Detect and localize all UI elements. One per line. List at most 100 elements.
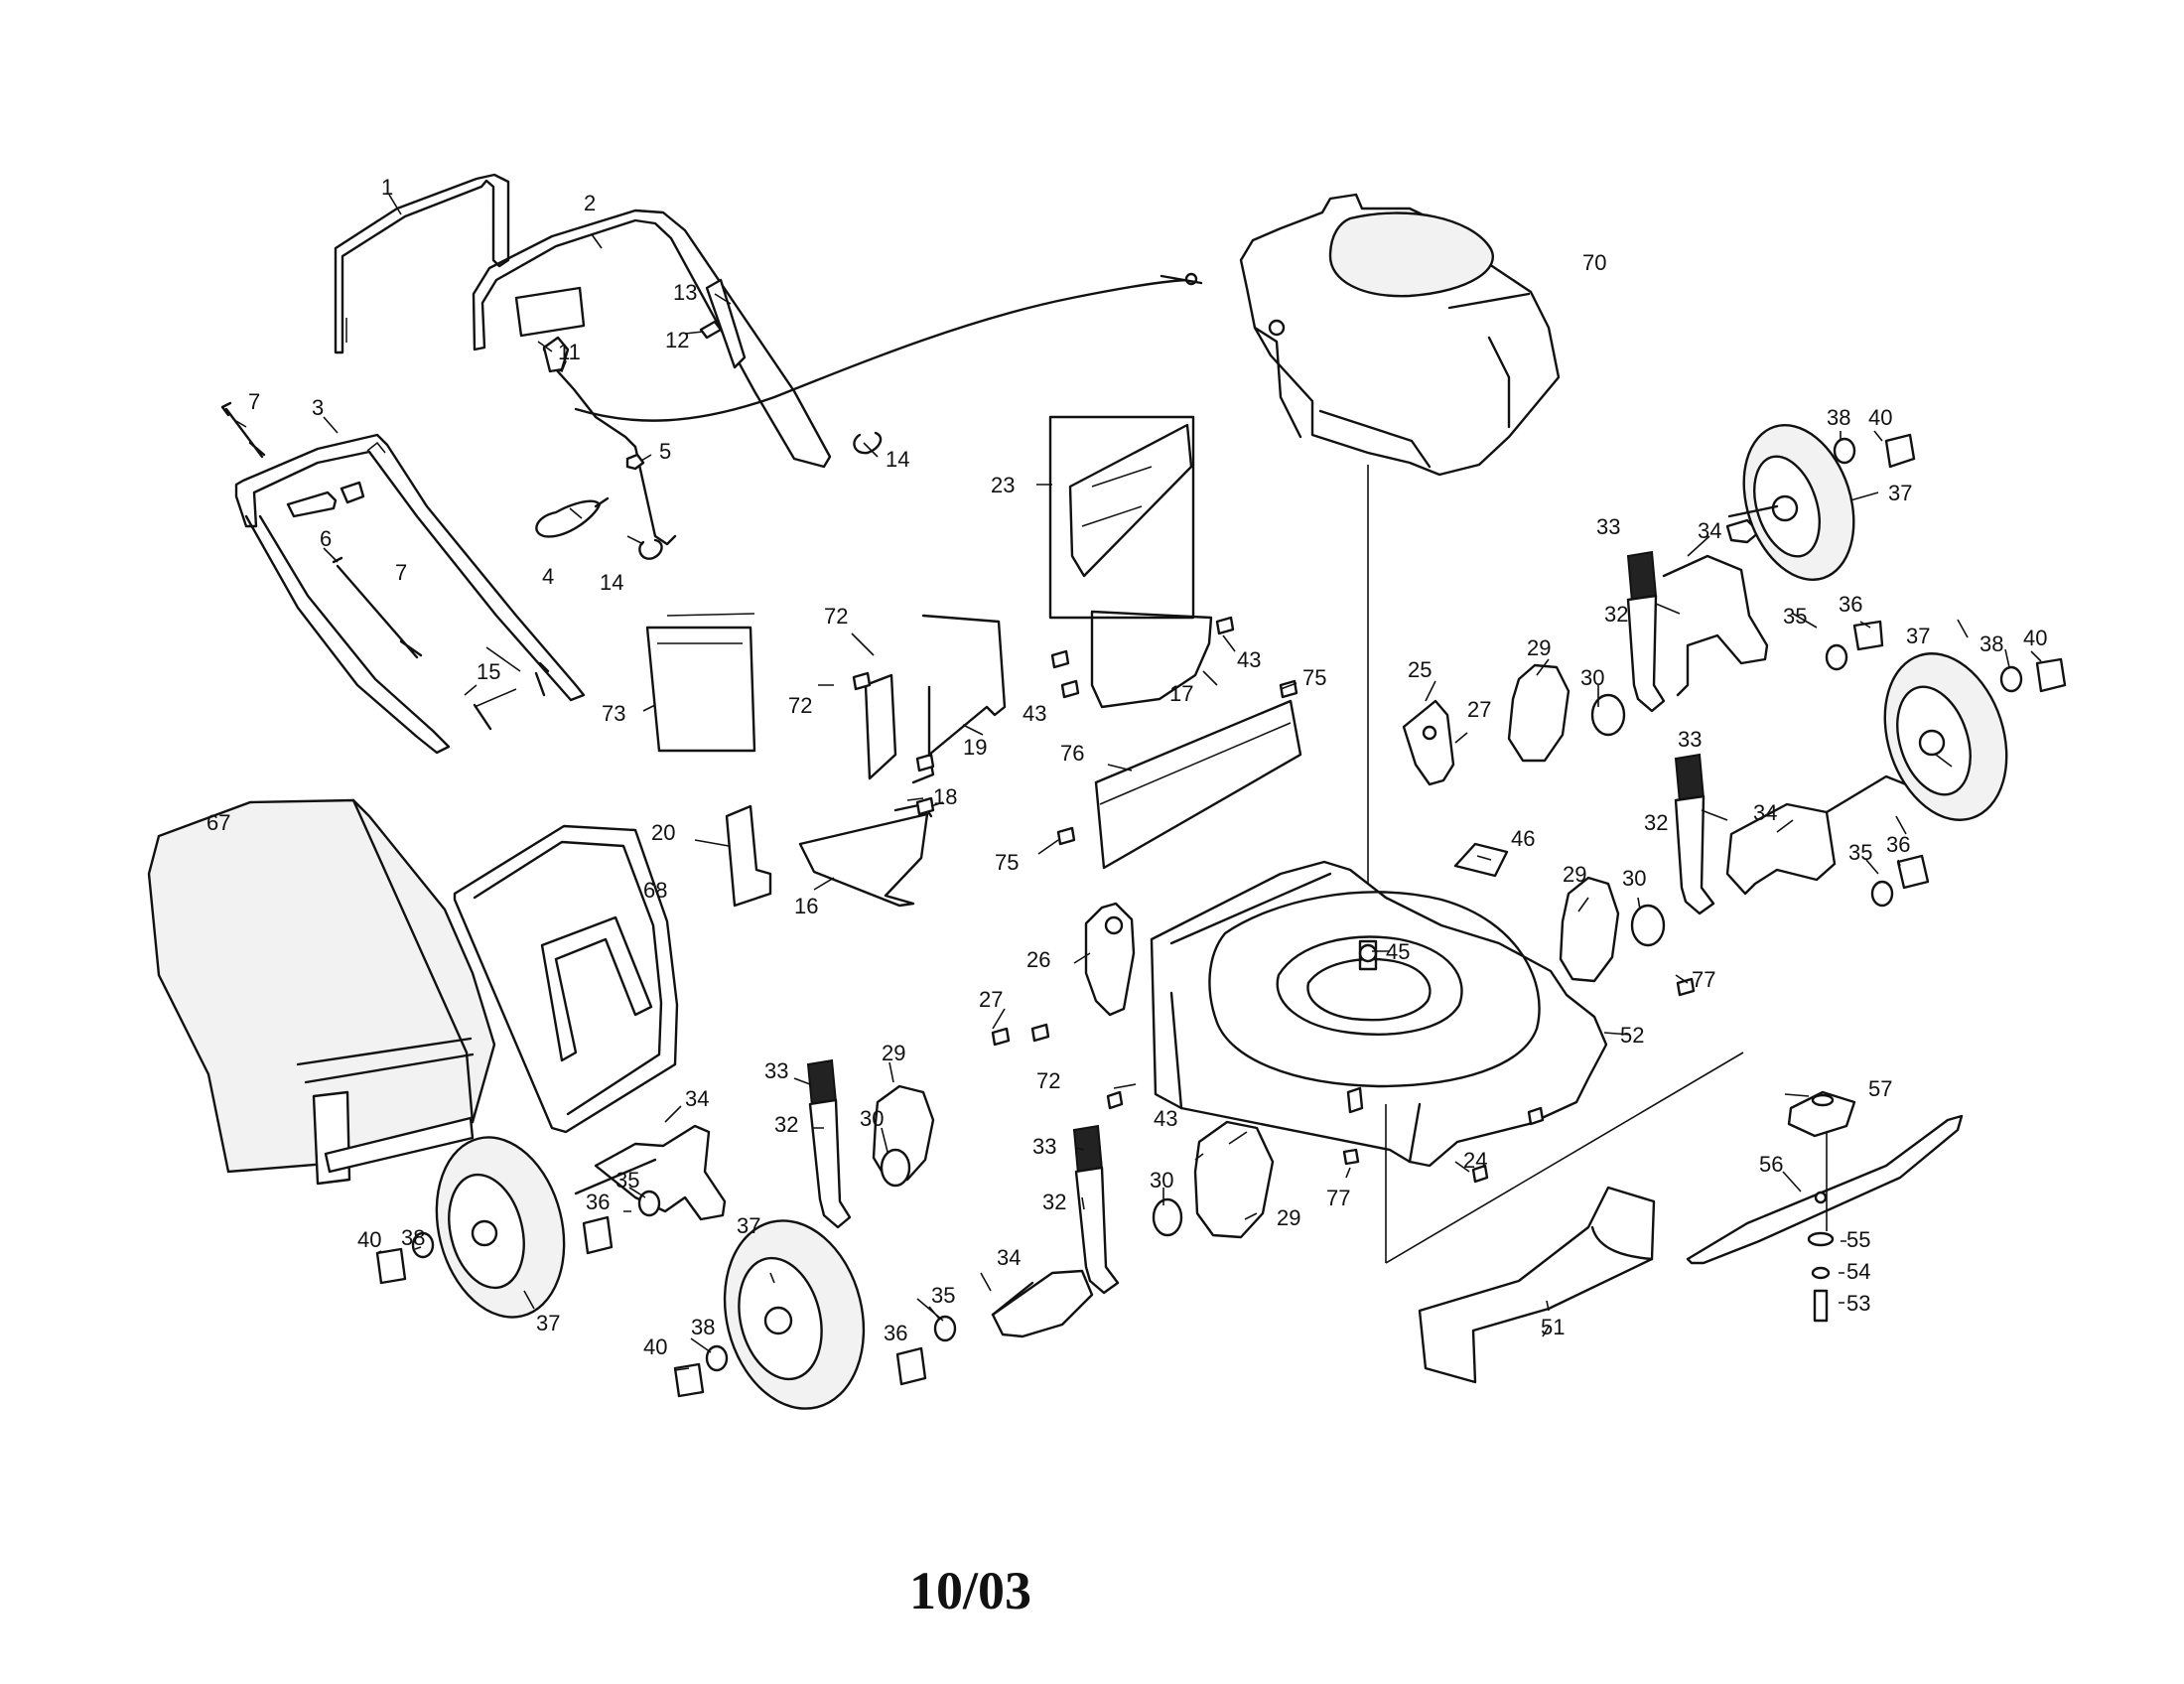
flap-46	[1453, 842, 1509, 878]
label-23: 23	[991, 473, 1015, 497]
mower-deck	[1150, 860, 1608, 1168]
label-32-c: 32	[774, 1112, 798, 1137]
label-3: 3	[312, 395, 324, 420]
label-12: 12	[665, 328, 689, 352]
label-52: 52	[1620, 1023, 1644, 1048]
label-34-d: 34	[997, 1245, 1021, 1270]
label-57: 57	[1868, 1076, 1892, 1101]
height-adjuster-front-left	[806, 1058, 852, 1229]
label-32-d: 32	[1042, 1190, 1066, 1214]
label-40-a: 40	[1868, 405, 1892, 430]
label-7-mid: 7	[395, 560, 407, 585]
wheel-bottom	[723, 1219, 866, 1410]
label-70: 70	[1582, 250, 1606, 275]
bracket-17	[1090, 610, 1213, 709]
decal-23	[1048, 415, 1195, 620]
label-33-b: 33	[1678, 727, 1702, 752]
label-14-right: 14	[886, 447, 909, 472]
label-27-lower: 27	[979, 987, 1003, 1012]
label-24: 24	[1463, 1148, 1487, 1173]
wheel-hardware-upper-right	[1825, 433, 1916, 671]
label-38-a: 38	[1827, 405, 1850, 430]
label-36-c: 36	[586, 1190, 610, 1214]
label-5: 5	[659, 439, 671, 464]
label-33-d: 33	[1032, 1134, 1056, 1159]
wheel-hardware-lower-right	[1870, 657, 2067, 908]
label-72-a: 72	[824, 604, 848, 629]
misc-bolts	[852, 616, 1696, 1184]
label-6: 6	[320, 526, 332, 551]
label-43-a: 43	[1237, 647, 1261, 672]
leader-lines	[235, 194, 2042, 1371]
label-36-a: 36	[1839, 592, 1862, 617]
label-35-d: 35	[931, 1283, 955, 1308]
wheel-upper-right	[1727, 424, 1855, 581]
label-7-top: 7	[248, 389, 260, 414]
blade-56	[1686, 1114, 1964, 1265]
label-30-b: 30	[1622, 866, 1646, 891]
label-29-a: 29	[1527, 635, 1551, 660]
label-30-a: 30	[1580, 665, 1604, 690]
grass-bag-frame	[453, 824, 679, 1134]
lower-handle	[234, 433, 586, 755]
label-34-b: 34	[1753, 800, 1777, 825]
adjuster-plate-29-left	[872, 1084, 935, 1188]
blade-adapter-57	[1787, 1090, 1856, 1138]
label-18: 18	[933, 784, 957, 809]
label-32-a: 32	[1604, 602, 1628, 627]
axle-arm-left	[574, 1124, 727, 1221]
height-adjuster-upper-right	[1626, 518, 1769, 713]
upper-handle-bail	[334, 173, 510, 354]
label-53: 53	[1846, 1291, 1870, 1316]
label-72-b: 72	[788, 693, 812, 718]
grass-bag	[147, 798, 496, 1186]
deck-bracket-26	[1084, 902, 1136, 1017]
label-43-c: 43	[1154, 1106, 1177, 1131]
label-38-c: 38	[401, 1225, 425, 1250]
label-15: 15	[477, 659, 500, 684]
label-75-left: 75	[995, 850, 1019, 875]
adjuster-plate-29-upper	[1507, 663, 1626, 763]
label-35-a: 35	[1783, 604, 1807, 629]
label-68: 68	[643, 878, 667, 903]
label-43-b: 43	[1023, 701, 1046, 726]
baffle-51	[1418, 1186, 1656, 1384]
label-34-c: 34	[685, 1086, 709, 1111]
label-35-c: 35	[615, 1168, 639, 1193]
label-32-b: 32	[1644, 810, 1668, 835]
label-45: 45	[1386, 939, 1410, 964]
label-37-a: 37	[1888, 481, 1912, 505]
wheel-hardware-bottom	[673, 1315, 957, 1398]
revision-date: 10/03	[909, 1561, 1031, 1620]
label-29-d: 29	[1277, 1205, 1300, 1230]
deck-guide-lines	[1385, 1052, 1828, 1264]
hardware-small-parts	[220, 278, 883, 731]
wheel-lower-right	[1883, 652, 2008, 821]
label-34-a: 34	[1698, 518, 1721, 543]
label-77-right: 77	[1692, 967, 1715, 992]
label-1: 1	[381, 175, 393, 200]
label-14-left: 14	[600, 570, 623, 595]
label-73: 73	[602, 701, 625, 726]
height-adjuster-lower-right	[1674, 753, 1908, 915]
label-37-b: 37	[1906, 624, 1930, 648]
engine	[1239, 193, 1561, 477]
label-35-b: 35	[1848, 840, 1872, 865]
height-adjuster-front-mid	[1072, 1124, 1120, 1295]
label-29-c: 29	[882, 1041, 905, 1065]
wheel-hardware-left	[375, 1190, 661, 1285]
label-75-right: 75	[1302, 665, 1326, 690]
label-37-d: 37	[737, 1213, 760, 1238]
label-17: 17	[1169, 681, 1193, 706]
label-77-left: 77	[1326, 1186, 1350, 1210]
label-30-d: 30	[1150, 1168, 1173, 1193]
label-40-c: 40	[357, 1227, 381, 1252]
label-4: 4	[542, 564, 554, 589]
label-27-upper: 27	[1467, 697, 1491, 722]
axle-arm-bottom	[991, 1269, 1094, 1338]
label-19: 19	[963, 735, 987, 760]
label-25: 25	[1408, 657, 1432, 682]
label-37-c: 37	[536, 1311, 560, 1335]
